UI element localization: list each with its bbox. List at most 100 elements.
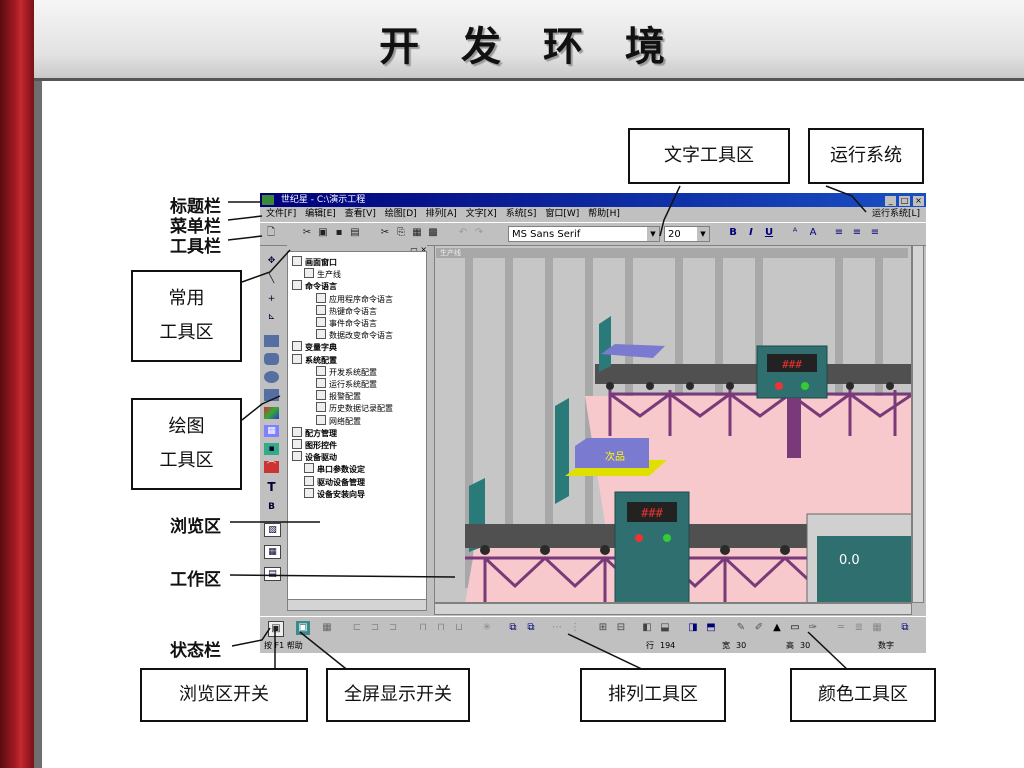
align-right-icon[interactable]: ≡	[870, 227, 880, 238]
tree-item[interactable]: 驱动设备管理	[304, 475, 365, 488]
menu-system[interactable]: 系统[S]	[505, 209, 537, 219]
line-tool-icon[interactable]: ╲	[268, 274, 275, 284]
tree-item[interactable]: 运行系统配置	[316, 378, 377, 390]
gauge-tool-icon[interactable]: ⌒	[264, 461, 279, 473]
background-color-icon[interactable]: ▭	[790, 622, 800, 633]
delete-icon[interactable]: ▩	[428, 227, 438, 238]
browser-toggle-icon[interactable]: ▣	[268, 621, 284, 637]
menu-window[interactable]: 窗口[W]	[545, 209, 580, 219]
text-color-icon[interactable]: ▲	[773, 622, 781, 633]
open-icon[interactable]: ▣	[318, 227, 328, 238]
font-name-select[interactable]: MS Sans Serif ▼	[508, 226, 660, 242]
pattern-icon[interactable]: ▦	[872, 622, 882, 633]
grid-icon[interactable]: ▦	[322, 622, 332, 633]
save-all-icon[interactable]: ▤	[350, 227, 360, 238]
font-shrink-icon[interactable]: ᴬ	[792, 227, 798, 238]
menu-help[interactable]: 帮助[H]	[588, 209, 620, 219]
close-icon[interactable]: ×	[913, 196, 924, 206]
cut-tool-icon[interactable]: ✂	[302, 227, 312, 238]
cross-tool-icon[interactable]: +	[267, 294, 276, 304]
canvas-vertical-scrollbar[interactable]	[912, 245, 924, 603]
redo-icon[interactable]: ↷	[474, 227, 484, 238]
fullscreen-toggle-icon[interactable]: ▣	[296, 621, 310, 635]
button-b-tool-icon[interactable]: B	[268, 502, 275, 512]
close-pane-icon[interactable]: ×	[420, 245, 427, 254]
mirror-icon[interactable]: ⬒	[706, 622, 716, 633]
bold-icon[interactable]: B	[729, 227, 737, 238]
align-top-icon[interactable]: ⊓	[419, 622, 427, 633]
tree-horizontal-scrollbar[interactable]	[287, 599, 427, 611]
trend-tool-icon[interactable]: ▧	[264, 523, 281, 537]
font-size-select[interactable]: 20 ▼	[664, 226, 710, 242]
cut-icon[interactable]: ✂	[380, 227, 390, 238]
tree-item[interactable]: 开发系统配置	[316, 365, 377, 378]
tree-item[interactable]: 事件命令语言	[316, 317, 377, 329]
v-distribute-icon[interactable]: ⋮	[570, 622, 580, 633]
align-middle-icon[interactable]: ⊓	[437, 622, 445, 633]
tree-item[interactable]: 串口参数设定	[304, 463, 365, 475]
tree-item[interactable]: 数据改变命令语言	[316, 329, 393, 341]
menu-edit[interactable]: 编辑[E]	[305, 209, 336, 219]
flip-h-icon[interactable]: ◧	[642, 622, 652, 633]
h-distribute-icon[interactable]: ⋯	[552, 622, 562, 633]
button-tool-icon[interactable]: ▦	[264, 425, 279, 437]
maximize-icon[interactable]: □	[899, 196, 911, 206]
control-tool-icon[interactable]: ▤	[264, 567, 281, 581]
tree-item[interactable]: 配方管理	[292, 426, 337, 439]
tree-item[interactable]: 系统配置	[292, 353, 337, 366]
align-left-objects-icon[interactable]: ⊏	[352, 622, 362, 633]
group-icon[interactable]: ⊞	[598, 622, 608, 633]
polyline-tool-icon[interactable]: ⊾	[267, 312, 276, 322]
rounded-rect-tool-icon[interactable]	[264, 353, 279, 365]
italic-icon[interactable]: I	[749, 227, 753, 238]
menu-run-system[interactable]: 运行系统[L]	[871, 209, 920, 219]
menu-arrange[interactable]: 排列[A]	[425, 209, 457, 219]
tree-item[interactable]: 变量字典	[292, 341, 337, 353]
undo-icon[interactable]: ↶	[458, 227, 468, 238]
line-style-icon[interactable]: ═	[837, 622, 845, 633]
send-back-icon[interactable]: ⧉	[527, 622, 535, 633]
tree-item[interactable]: 生产线	[304, 268, 341, 280]
rectangle-tool-icon[interactable]	[264, 335, 279, 347]
underline-icon[interactable]: U	[764, 227, 774, 238]
restore-icon[interactable]: ▭	[410, 245, 418, 254]
tree-item[interactable]: 设备驱动	[292, 451, 337, 463]
tree-item[interactable]: 网络配置	[316, 414, 361, 427]
line-color-icon[interactable]: ✎	[736, 622, 746, 633]
align-right-objects-icon[interactable]: ⊐	[388, 622, 398, 633]
tree-item[interactable]: 历史数据记录配置	[316, 402, 393, 414]
bring-front-icon[interactable]: ⧉	[509, 622, 517, 633]
image-tool-icon[interactable]	[264, 407, 279, 419]
tree-item[interactable]: 应用程序命令语言	[316, 292, 393, 305]
tree-item[interactable]: 命令语言	[292, 280, 337, 292]
align-center-objects-icon[interactable]: ⊐	[370, 622, 380, 633]
minimize-icon[interactable]: _	[885, 196, 897, 206]
ellipse-tool-icon[interactable]	[264, 371, 279, 383]
fill-color-icon[interactable]: ✐	[754, 622, 764, 633]
window-icon[interactable]: ⧉	[901, 622, 909, 633]
ungroup-icon[interactable]: ⊟	[616, 622, 626, 633]
align-bottom-icon[interactable]: ⊔	[455, 622, 463, 633]
canvas-horizontal-scrollbar[interactable]	[434, 603, 912, 615]
flip-v-icon[interactable]: ⬓	[660, 622, 670, 633]
menu-text[interactable]: 文字[X]	[465, 209, 497, 219]
rotate-icon[interactable]: ◨	[688, 622, 698, 633]
report-tool-icon[interactable]: ▦	[264, 545, 281, 559]
copy-icon[interactable]: ⎘	[397, 227, 405, 238]
tree-item[interactable]: 画面窗口	[292, 256, 337, 268]
tree-item[interactable]: 设备安装向导	[304, 487, 365, 500]
bitmap-tool-icon[interactable]: ▪	[264, 443, 279, 455]
tree-item[interactable]: 热键命令语言	[316, 304, 377, 317]
new-file-icon[interactable]: 🗋	[266, 227, 276, 238]
pointer-tool-icon[interactable]: ✥	[267, 256, 276, 266]
menu-file[interactable]: 文件[F]	[266, 209, 297, 219]
menu-view[interactable]: 查看[V]	[344, 209, 376, 219]
save-icon[interactable]: ▪	[335, 227, 343, 238]
gradient-icon[interactable]: ✑	[808, 622, 818, 633]
font-grow-icon[interactable]: A	[809, 227, 817, 238]
menu-draw[interactable]: 绘图[D]	[384, 209, 417, 219]
line-width-icon[interactable]: ≣	[854, 622, 864, 633]
center-icon[interactable]: ✳	[482, 622, 492, 633]
tree-item[interactable]: 图形控件	[292, 439, 337, 451]
align-left-icon[interactable]: ≡	[834, 227, 844, 238]
